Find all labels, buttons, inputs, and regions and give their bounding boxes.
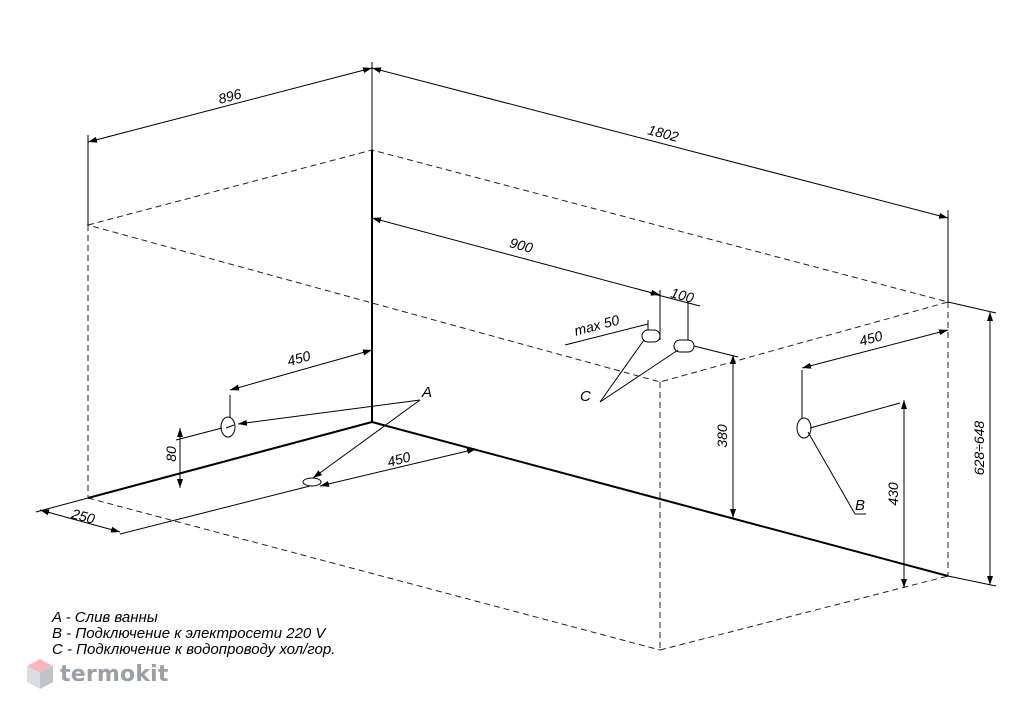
dim-text-380: 380: [714, 424, 730, 448]
dimension-628-648: 628÷648: [947, 301, 997, 587]
dim-text-900: 900: [508, 234, 535, 255]
dim-text-100: 100: [669, 284, 696, 305]
dimension-900: 900: [371, 217, 661, 340]
dim-text-450-floor: 450: [385, 448, 412, 469]
dim-text-250: 250: [69, 505, 97, 527]
dim-text-896: 896: [216, 85, 243, 106]
cube-logo-icon: [27, 659, 53, 689]
water-connections: C: [580, 329, 695, 405]
dim-text-628-648: 628÷648: [971, 421, 987, 476]
drain-overflow: [302, 477, 322, 487]
dimension-380: 380: [693, 345, 739, 518]
brand-name: termokit: [60, 661, 169, 687]
drain-a: A: [220, 384, 432, 487]
dim-text-1802: 1802: [646, 121, 680, 144]
cold-water-pipe: [641, 329, 661, 343]
electric-socket: [796, 417, 812, 439]
label-b: B: [855, 497, 865, 514]
electric-b: B: [796, 402, 901, 515]
dim-text-max-50: max 50: [573, 312, 622, 339]
dim-text-80: 80: [163, 446, 179, 462]
label-c: C: [580, 388, 591, 405]
legend-item-a: A - Слив ванны: [52, 609, 158, 626]
wall-corner: [87, 150, 949, 577]
dimension-896: 896: [87, 62, 373, 225]
dim-text-450-drain-side: 450: [285, 347, 312, 368]
legend: A - Слив ванны B - Подключение к электро…: [52, 610, 335, 658]
legend-item-c: C - Подключение к водопроводу хол/гор.: [52, 641, 336, 658]
label-a: A: [421, 384, 432, 401]
dimension-max-50: max 50: [564, 312, 649, 346]
dimension-450-floor: 450: [319, 448, 477, 487]
dimension-80: 80: [163, 427, 223, 488]
dimension-250: 250: [35, 485, 311, 535]
legend-item-b: B - Подключение к электросети 220 V: [52, 625, 326, 642]
dimension-450-electric: 450: [801, 327, 949, 418]
dim-text-430: 430: [885, 482, 901, 506]
dim-text-450-electric: 450: [857, 327, 884, 348]
bathtub-outline: [86, 149, 950, 651]
dimension-430: 430: [885, 400, 907, 588]
dimension-1802: 1802: [371, 67, 949, 302]
dimension-100: 100: [649, 284, 701, 340]
dimension-450-drain-side: 450: [229, 347, 373, 420]
brand-watermark: termokit: [26, 656, 169, 692]
